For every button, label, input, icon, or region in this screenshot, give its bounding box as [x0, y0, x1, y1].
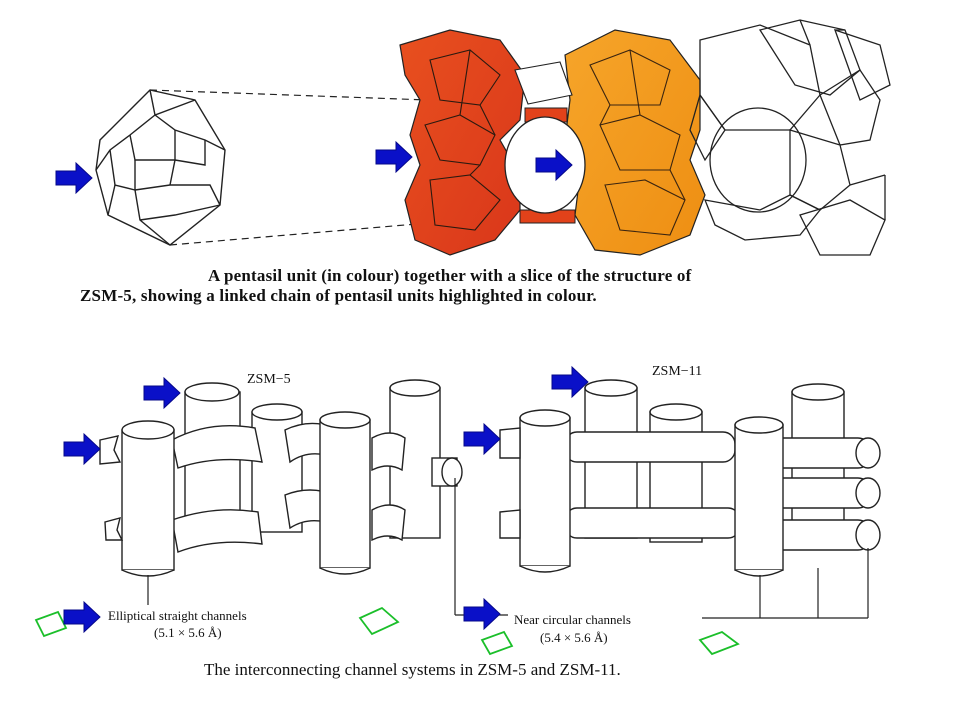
circular-channels-label: Near circular channels: [514, 612, 631, 627]
circular-channels-dimensions: (5.4 × 5.6 Å): [540, 630, 608, 645]
elliptical-channels-dimensions: (5.1 × 5.6 Å): [154, 625, 222, 640]
zsm5-structure-slice: [399, 19, 891, 256]
zsm5-label: ZSM−5: [247, 372, 291, 387]
green-tick-mark-icon: [34, 606, 740, 656]
bottom-caption: The interconnecting channel systems in Z…: [204, 660, 621, 679]
zsm11-channel-system: [499, 379, 881, 577]
top-caption-line-1: A pentasil unit (in colour) together wit…: [208, 266, 692, 285]
pentasil-unit: [95, 89, 226, 246]
elliptical-channels-label: Elliptical straight channels: [108, 608, 247, 623]
top-caption-line-2: ZSM-5, showing a linked chain of pentasi…: [80, 286, 597, 305]
zsm11-label: ZSM−11: [652, 364, 703, 379]
pointer-arrow-icon: [55, 140, 589, 634]
zsm5-channel-system: [99, 379, 463, 577]
